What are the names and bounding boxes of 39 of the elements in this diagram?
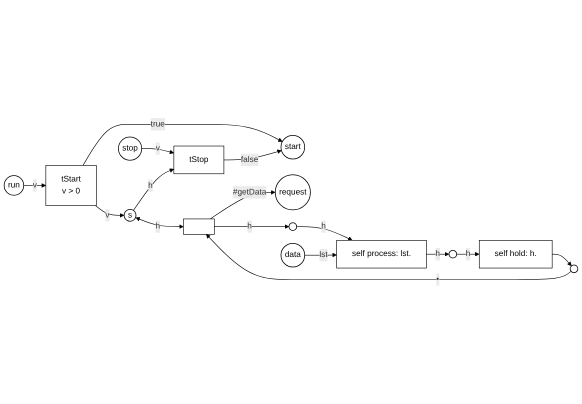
edge-label: • [436, 275, 440, 284]
node-circle [288, 222, 298, 231]
node-circle: stop [118, 136, 142, 161]
edge-label: h [148, 181, 153, 190]
arrow [95, 205, 124, 218]
edge-label: #getData [232, 188, 266, 197]
node-box [183, 218, 215, 235]
arrow [304, 252, 337, 258]
node-circle: s [124, 209, 136, 222]
edge-label: v [156, 144, 160, 153]
arrow [141, 148, 174, 154]
edge-label: v [32, 180, 37, 190]
edge-label: h [247, 222, 252, 231]
node-box: self process: lst. [336, 240, 427, 268]
edge-label: false [240, 155, 258, 164]
node-circle: run [4, 175, 24, 196]
node-box: self hold: h. [478, 240, 552, 268]
arrow [214, 224, 290, 229]
edge-label: h [155, 222, 160, 231]
node-box: tStart v > 0 [46, 165, 97, 206]
arrow [426, 252, 450, 256]
arrow [206, 234, 572, 280]
arrow [552, 254, 572, 266]
node-circle: request [274, 174, 311, 210]
node-box: tStop [174, 146, 224, 174]
node-circle [570, 264, 578, 274]
arrow [136, 217, 184, 229]
arrow [296, 226, 352, 241]
edge-label: true [150, 120, 165, 128]
edge-label: lst [319, 250, 328, 260]
edge-label: v [105, 210, 110, 220]
edge-label: h [466, 250, 470, 258]
node-circle [448, 250, 458, 258]
edge-label: h [321, 222, 326, 231]
node-circle: start [280, 135, 306, 160]
edge-label: h [435, 250, 440, 258]
node-circle: data [280, 243, 306, 268]
arrow [133, 168, 174, 211]
arrow [456, 252, 480, 256]
